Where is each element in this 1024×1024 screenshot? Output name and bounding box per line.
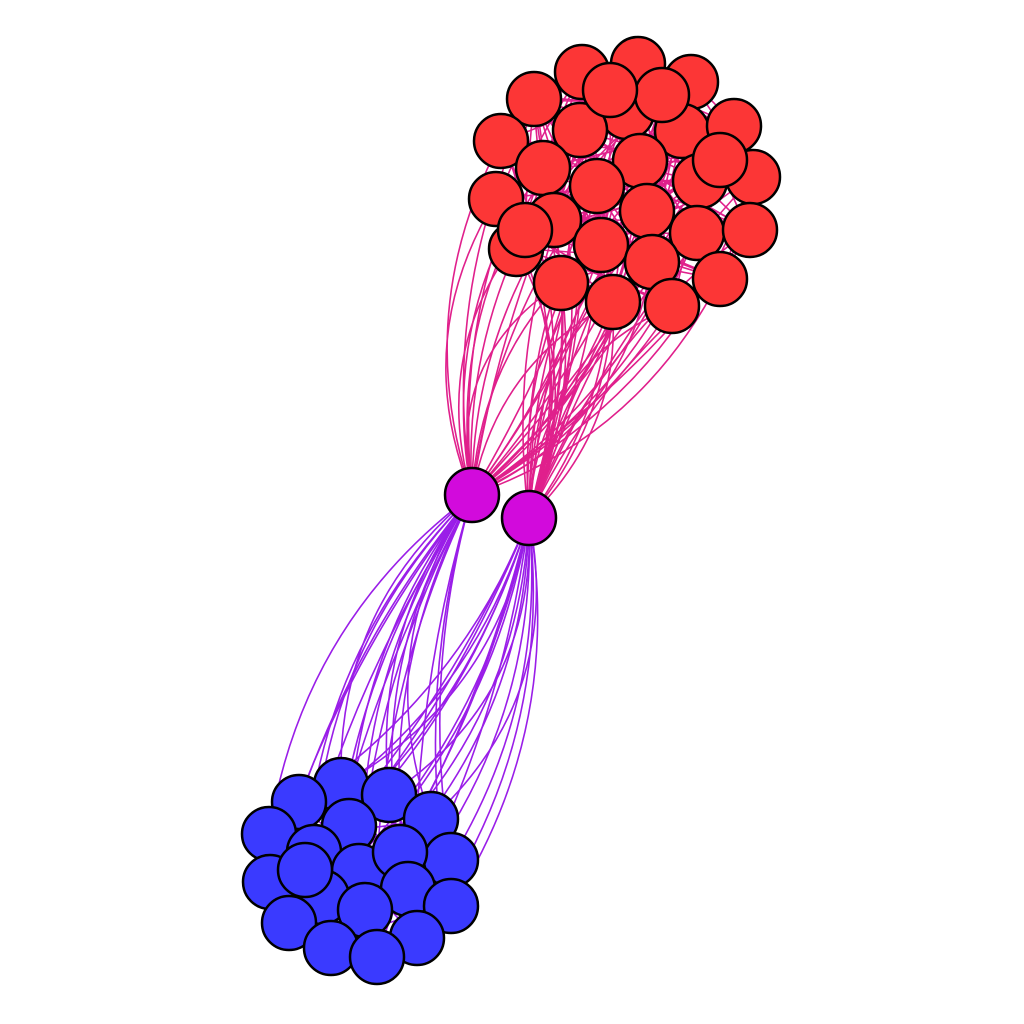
red-cluster [467, 35, 782, 335]
blue-node [302, 919, 360, 977]
bridge-node [443, 466, 501, 524]
red-bridge-edge [445, 198, 497, 496]
red-node [581, 61, 639, 119]
red-node [691, 131, 749, 189]
blue-bridge-edge [450, 517, 533, 861]
red-node [496, 201, 554, 259]
red-node [472, 112, 530, 170]
red-node [633, 66, 691, 124]
red-bridge-edge [528, 305, 673, 519]
blue-node [276, 841, 334, 899]
red-bridge-edge [465, 282, 562, 496]
red-node [643, 277, 701, 335]
red-node [505, 70, 563, 128]
blue-cluster [240, 756, 480, 986]
red-node [618, 182, 676, 240]
red-node [514, 139, 572, 197]
red-node [532, 254, 590, 312]
red-node [691, 250, 749, 308]
red-bridge-edge [471, 301, 614, 496]
red-bridge-edge [470, 248, 517, 496]
red-node [551, 101, 609, 159]
red-node [721, 201, 779, 259]
red-node [584, 273, 642, 331]
red-node [572, 216, 630, 274]
red-bridge-edge [471, 305, 673, 496]
blue-node [360, 766, 418, 824]
bridge-node [500, 489, 558, 547]
bridge-nodes [443, 466, 558, 547]
blue-bridge-edge [340, 494, 473, 786]
blue-node [348, 928, 406, 986]
blue-bridge-edge [268, 494, 473, 835]
blue-node [260, 894, 318, 952]
red-bridge-edge [467, 71, 583, 496]
red-node [568, 157, 626, 215]
